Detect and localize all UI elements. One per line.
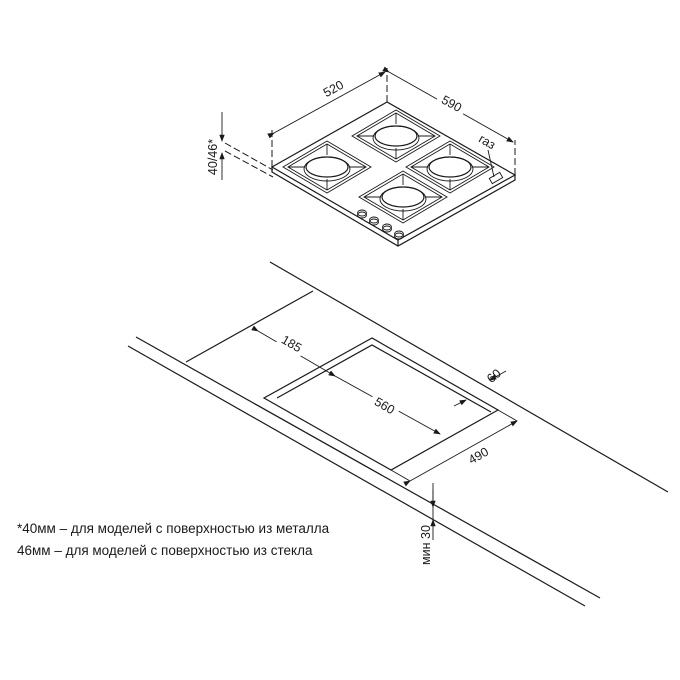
- countertop-front-edge-top: [135, 336, 601, 599]
- min-depth-label: мин 30: [419, 525, 433, 565]
- gas-leader-line: [487, 149, 495, 178]
- height-label: 40/46*: [206, 139, 220, 175]
- burner: [358, 170, 448, 224]
- note-glass: 46мм – для моделей с поверхностью из сте…: [17, 543, 313, 558]
- knob-base: [382, 225, 392, 233]
- countertop-drawing: 185 560 60 490 мин 30: [127, 261, 669, 607]
- burner-cap: [381, 186, 425, 208]
- edge-label: 60: [484, 366, 504, 386]
- knob-icon: [369, 216, 379, 224]
- grate-outer: [405, 140, 495, 194]
- knob-base: [394, 232, 404, 240]
- knob-base: [357, 211, 367, 219]
- knob-icon: [357, 209, 367, 217]
- knob-icon: [382, 223, 392, 231]
- gas-label: газ: [476, 132, 498, 153]
- grate-outer: [282, 140, 372, 194]
- gas-inlet: [488, 171, 504, 185]
- burner-cap: [428, 156, 472, 178]
- ext-line-height-top: [224, 142, 274, 171]
- knob-base: [369, 218, 379, 226]
- grate-outer: [358, 170, 448, 224]
- ext-line-490: [390, 469, 411, 482]
- burner-cap: [374, 125, 418, 147]
- dim-line-520: [267, 71, 386, 139]
- ext-line-height-bottom: [224, 150, 274, 178]
- burner: [282, 140, 372, 194]
- cutout-inner-wall: [276, 344, 492, 413]
- note-metal: *40мм – для моделей с поверхностью из ме…: [17, 521, 330, 536]
- side-reference-line: [185, 290, 314, 363]
- dim-arrow-60-outer: [489, 370, 507, 381]
- countertop-back-edge: [269, 261, 669, 493]
- dim-arrow-60-inner: [453, 399, 467, 407]
- burners: [282, 109, 495, 224]
- knob-icon: [394, 230, 404, 238]
- burner: [405, 140, 495, 194]
- knobs: [357, 209, 404, 240]
- burner-cap: [305, 156, 349, 178]
- hob-drawing: 520 590 40/46* газ: [206, 66, 517, 247]
- dim-line-490: [403, 420, 518, 487]
- countertop-front-edge-bottom: [127, 345, 586, 607]
- ext-line-490b: [497, 409, 518, 422]
